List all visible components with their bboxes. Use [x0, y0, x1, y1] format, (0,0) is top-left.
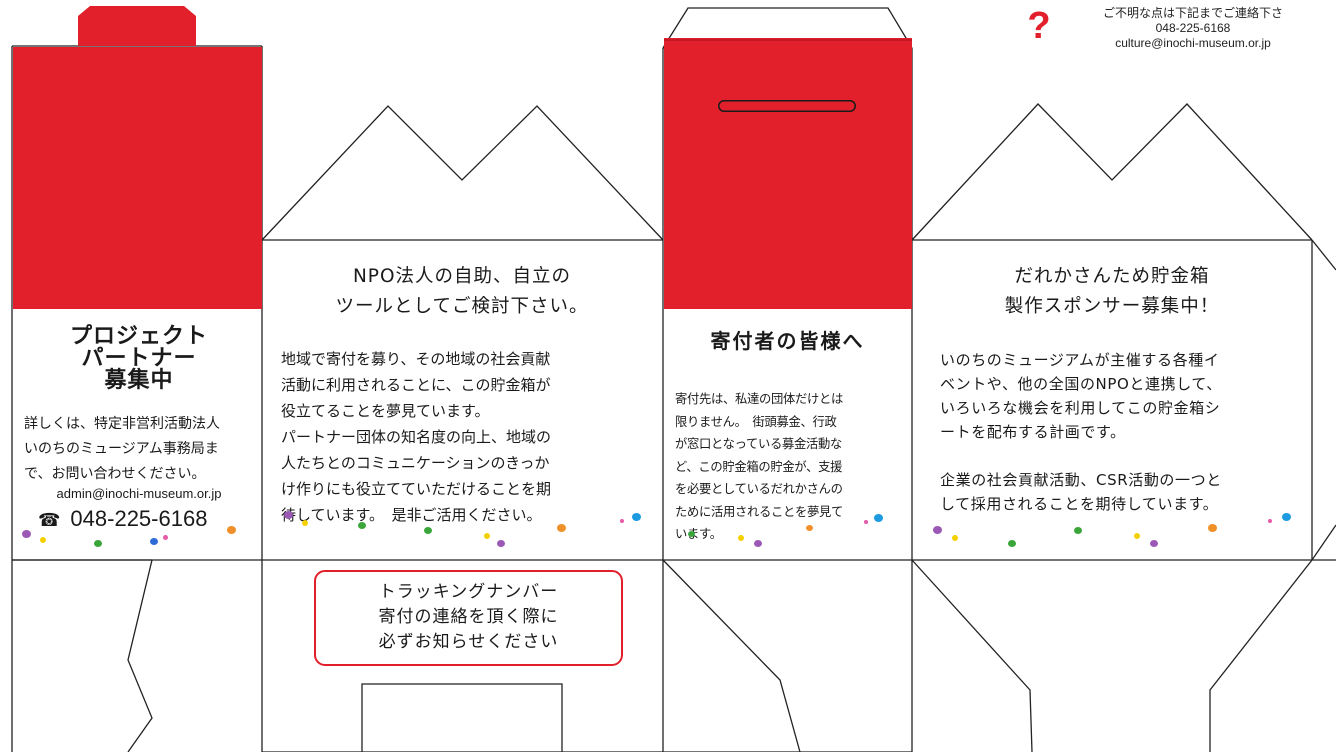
decorative-dot [94, 540, 102, 547]
panel4-title: だれかさんため貯金箱 製作スポンサー募集中！ [912, 262, 1312, 322]
red-top-tab [78, 6, 196, 46]
panel2-body-line: パートナー団体の知名度の向上、地域の [281, 428, 552, 446]
panel1-phone-number: 048-225-6168 [70, 506, 208, 531]
panel3-body-line: 寄付先は、私達の団体だけとは [675, 392, 843, 406]
decorative-dot [874, 514, 883, 522]
decorative-dot [40, 537, 46, 543]
bottom-flap-4a [911, 559, 1033, 752]
panel1-title-line: パートナー [81, 346, 197, 371]
tracking-number-box: トラッキングナンバー 寄付の連絡を頂く際に 必ずお知らせください [314, 570, 623, 666]
panel2-title: NPO法人の自助、自立の ツールとしてご検討下さい。 [262, 262, 662, 322]
red-strip-edge [664, 39, 912, 41]
decorative-dot [933, 526, 942, 534]
panel2-body: 地域で寄付を募り、その地域の社会貢献 活動に利用されることに、この貯金箱が 役立… [281, 346, 662, 528]
decorative-dot [738, 535, 744, 541]
bottom-flap-4b [1209, 524, 1336, 752]
bottom-flap-3a [662, 559, 801, 752]
panel4-body-line: いろいろな機会を利用してこの貯金箱シ [940, 399, 1221, 417]
decorative-dot [484, 533, 490, 539]
panel3-body-line: が窓口となっている募金活動な [675, 437, 842, 451]
bottom-flap-1 [127, 559, 153, 752]
decorative-dot [1074, 527, 1082, 534]
decorative-dot [557, 524, 566, 532]
decorative-dot [163, 535, 168, 540]
decorative-dot [358, 522, 366, 529]
decorative-dot [302, 520, 308, 526]
decorative-dot [952, 535, 958, 541]
decorative-dot [632, 513, 641, 521]
coin-slot-overlay [718, 100, 856, 112]
panel2-body-line: 活動に利用されることに、この貯金箱が [281, 376, 551, 394]
decorative-dot [150, 538, 158, 545]
top-flap [662, 7, 913, 49]
bottom-tab-2 [361, 683, 563, 752]
panel4-body-line: 企業の社会貢献活動、CSR活動の一つと [940, 471, 1222, 489]
panel3-body-line: います。 [675, 527, 722, 541]
panel2-body-line: け作りにも役立てていただけることを期 [281, 480, 552, 498]
panel4-body-line: して採用されることを期待しています。 [940, 495, 1219, 513]
red-panel-center [664, 38, 912, 309]
contact-info: ? ご不明な点は下記までご連絡下さ 048-225-6168 culture@i… [1027, 6, 1328, 51]
panel1-title-line: 募集中 [104, 368, 174, 393]
decorative-dot [620, 519, 624, 523]
panel1-body: 詳しくは、特定非営利活動法人 いのちのミュージアム事務局ま で、お問い合わせくだ… [24, 412, 262, 487]
decorative-dot [22, 530, 31, 538]
panel2-body-line: 待しています。 是非ご活用ください。 [281, 506, 542, 524]
panel1-body-line: で、お問い合わせください。 [24, 466, 206, 482]
panel1-email: admin@inochi-museum.or.jp [56, 486, 222, 501]
decorative-dot [806, 525, 813, 531]
panel1-body-line: いのちのミュージアム事務局ま [24, 441, 219, 457]
panel3-body-line: ために活用されることを夢見て [675, 504, 843, 519]
decorative-dot [754, 540, 762, 547]
decorative-dot [864, 520, 868, 524]
tracking-line: 必ずお知らせください [378, 632, 559, 652]
panel2-body-line: 地域で寄付を募り、その地域の社会貢献 [281, 350, 551, 368]
panel4-body-line: いのちのミュージアムが主催する各種イ [940, 351, 1220, 369]
panel2-title-line: NPO法人の自助、自立の [352, 266, 572, 287]
decorative-dot [284, 511, 293, 519]
contact-heading: ご不明な点は下記までご連絡下さ [1102, 6, 1283, 20]
panel1-title-line: プロジェクト [69, 324, 208, 349]
panel1-title: プロジェクト パートナー 募集中 [16, 326, 262, 392]
decorative-dot [497, 540, 505, 547]
panel4-body-spacer [940, 444, 1312, 468]
telephone-icon: ☎ [38, 510, 61, 530]
panel4-body: いのちのミュージアムが主催する各種イ ベントや、他の全国のNPOと連携して、 い… [940, 348, 1312, 516]
panel1-body-line: 詳しくは、特定非営利活動法人 [24, 416, 220, 432]
panel3-body-line: 限りません。 街頭募金、行政 [675, 414, 837, 429]
decorative-dot [1268, 519, 1272, 523]
question-mark-icon: ? [1027, 5, 1051, 47]
decorative-dot [1208, 524, 1217, 532]
decorative-dot [424, 527, 432, 534]
panel3-body: 寄付先は、私達の団体だけとは 限りません。 街頭募金、行政 が窓口となっている募… [675, 388, 911, 546]
decorative-dot [1008, 540, 1016, 547]
contact-phone: 048-225-6168 [1155, 21, 1231, 35]
decorative-dot [1134, 533, 1140, 539]
panel2-body-line: 役立てることを夢見ています。 [281, 402, 490, 420]
panel1-phone: ☎ 048-225-6168 [38, 505, 258, 534]
tracking-line: 寄付の連絡を頂く際に [378, 607, 559, 627]
roof-panel-4 [911, 103, 1313, 241]
red-panel-left [13, 47, 262, 309]
contact-email: culture@inochi-museum.or.jp [1115, 36, 1271, 50]
panel2-body-line: 人たちとのコミュニケーションのきっか [281, 454, 550, 472]
panel3-title: 寄付者の皆様へ [710, 329, 865, 353]
roof-panel-2 [261, 105, 664, 241]
panel4-title-line: 製作スポンサー募集中！ [1004, 296, 1220, 317]
panel3-body-line: ど、この貯金箱の貯金が、支援 [675, 459, 843, 474]
decorative-dot [227, 526, 236, 534]
panel3-body-line: を必要としているだれかさんの [675, 482, 843, 496]
panel4-body-line: ベントや、他の全国のNPOと連携して、 [940, 375, 1222, 393]
tracking-line: トラッキングナンバー [378, 582, 559, 602]
panel2-title-line: ツールとしてご検討下さい。 [335, 296, 589, 317]
decorative-dot [1282, 513, 1291, 521]
panel4-title-line: だれかさんため貯金箱 [1014, 266, 1210, 287]
decorative-dot [1150, 540, 1158, 547]
decorative-dot [688, 531, 695, 537]
panel4-body-line: ートを配布する計画です。 [940, 423, 1126, 441]
